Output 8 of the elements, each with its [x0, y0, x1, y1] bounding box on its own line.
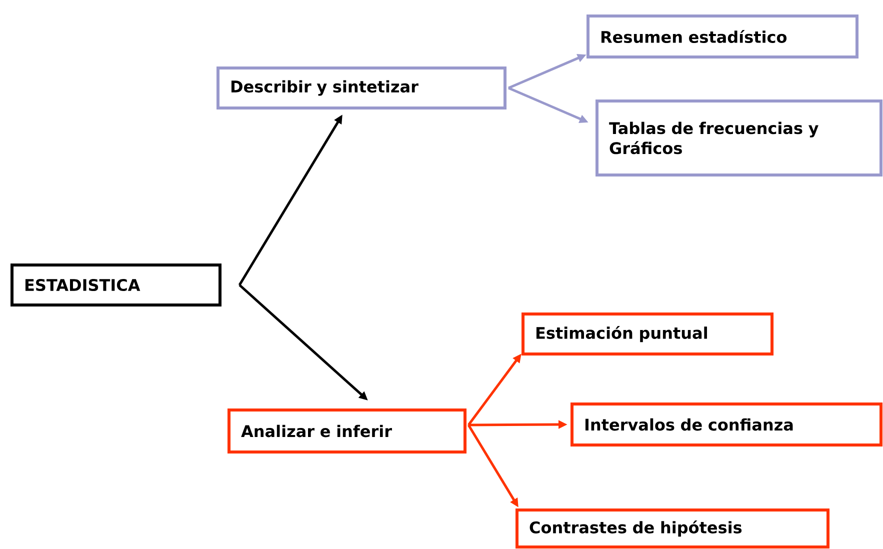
- process-box: Analizar e inferir: [228, 408, 466, 454]
- process-box: Estimación puntual: [522, 312, 774, 356]
- process-box: Tablas de frecuencias y Gráficos: [596, 100, 882, 176]
- process-box: Resumen estadístico: [586, 14, 858, 58]
- process-box: Describir y sintetizar: [216, 66, 506, 110]
- process-box: Contrastes de hipótesis: [516, 508, 830, 548]
- process-box: Intervalos de confianza: [570, 402, 882, 446]
- process-box: ESTADISTICA: [10, 264, 222, 306]
